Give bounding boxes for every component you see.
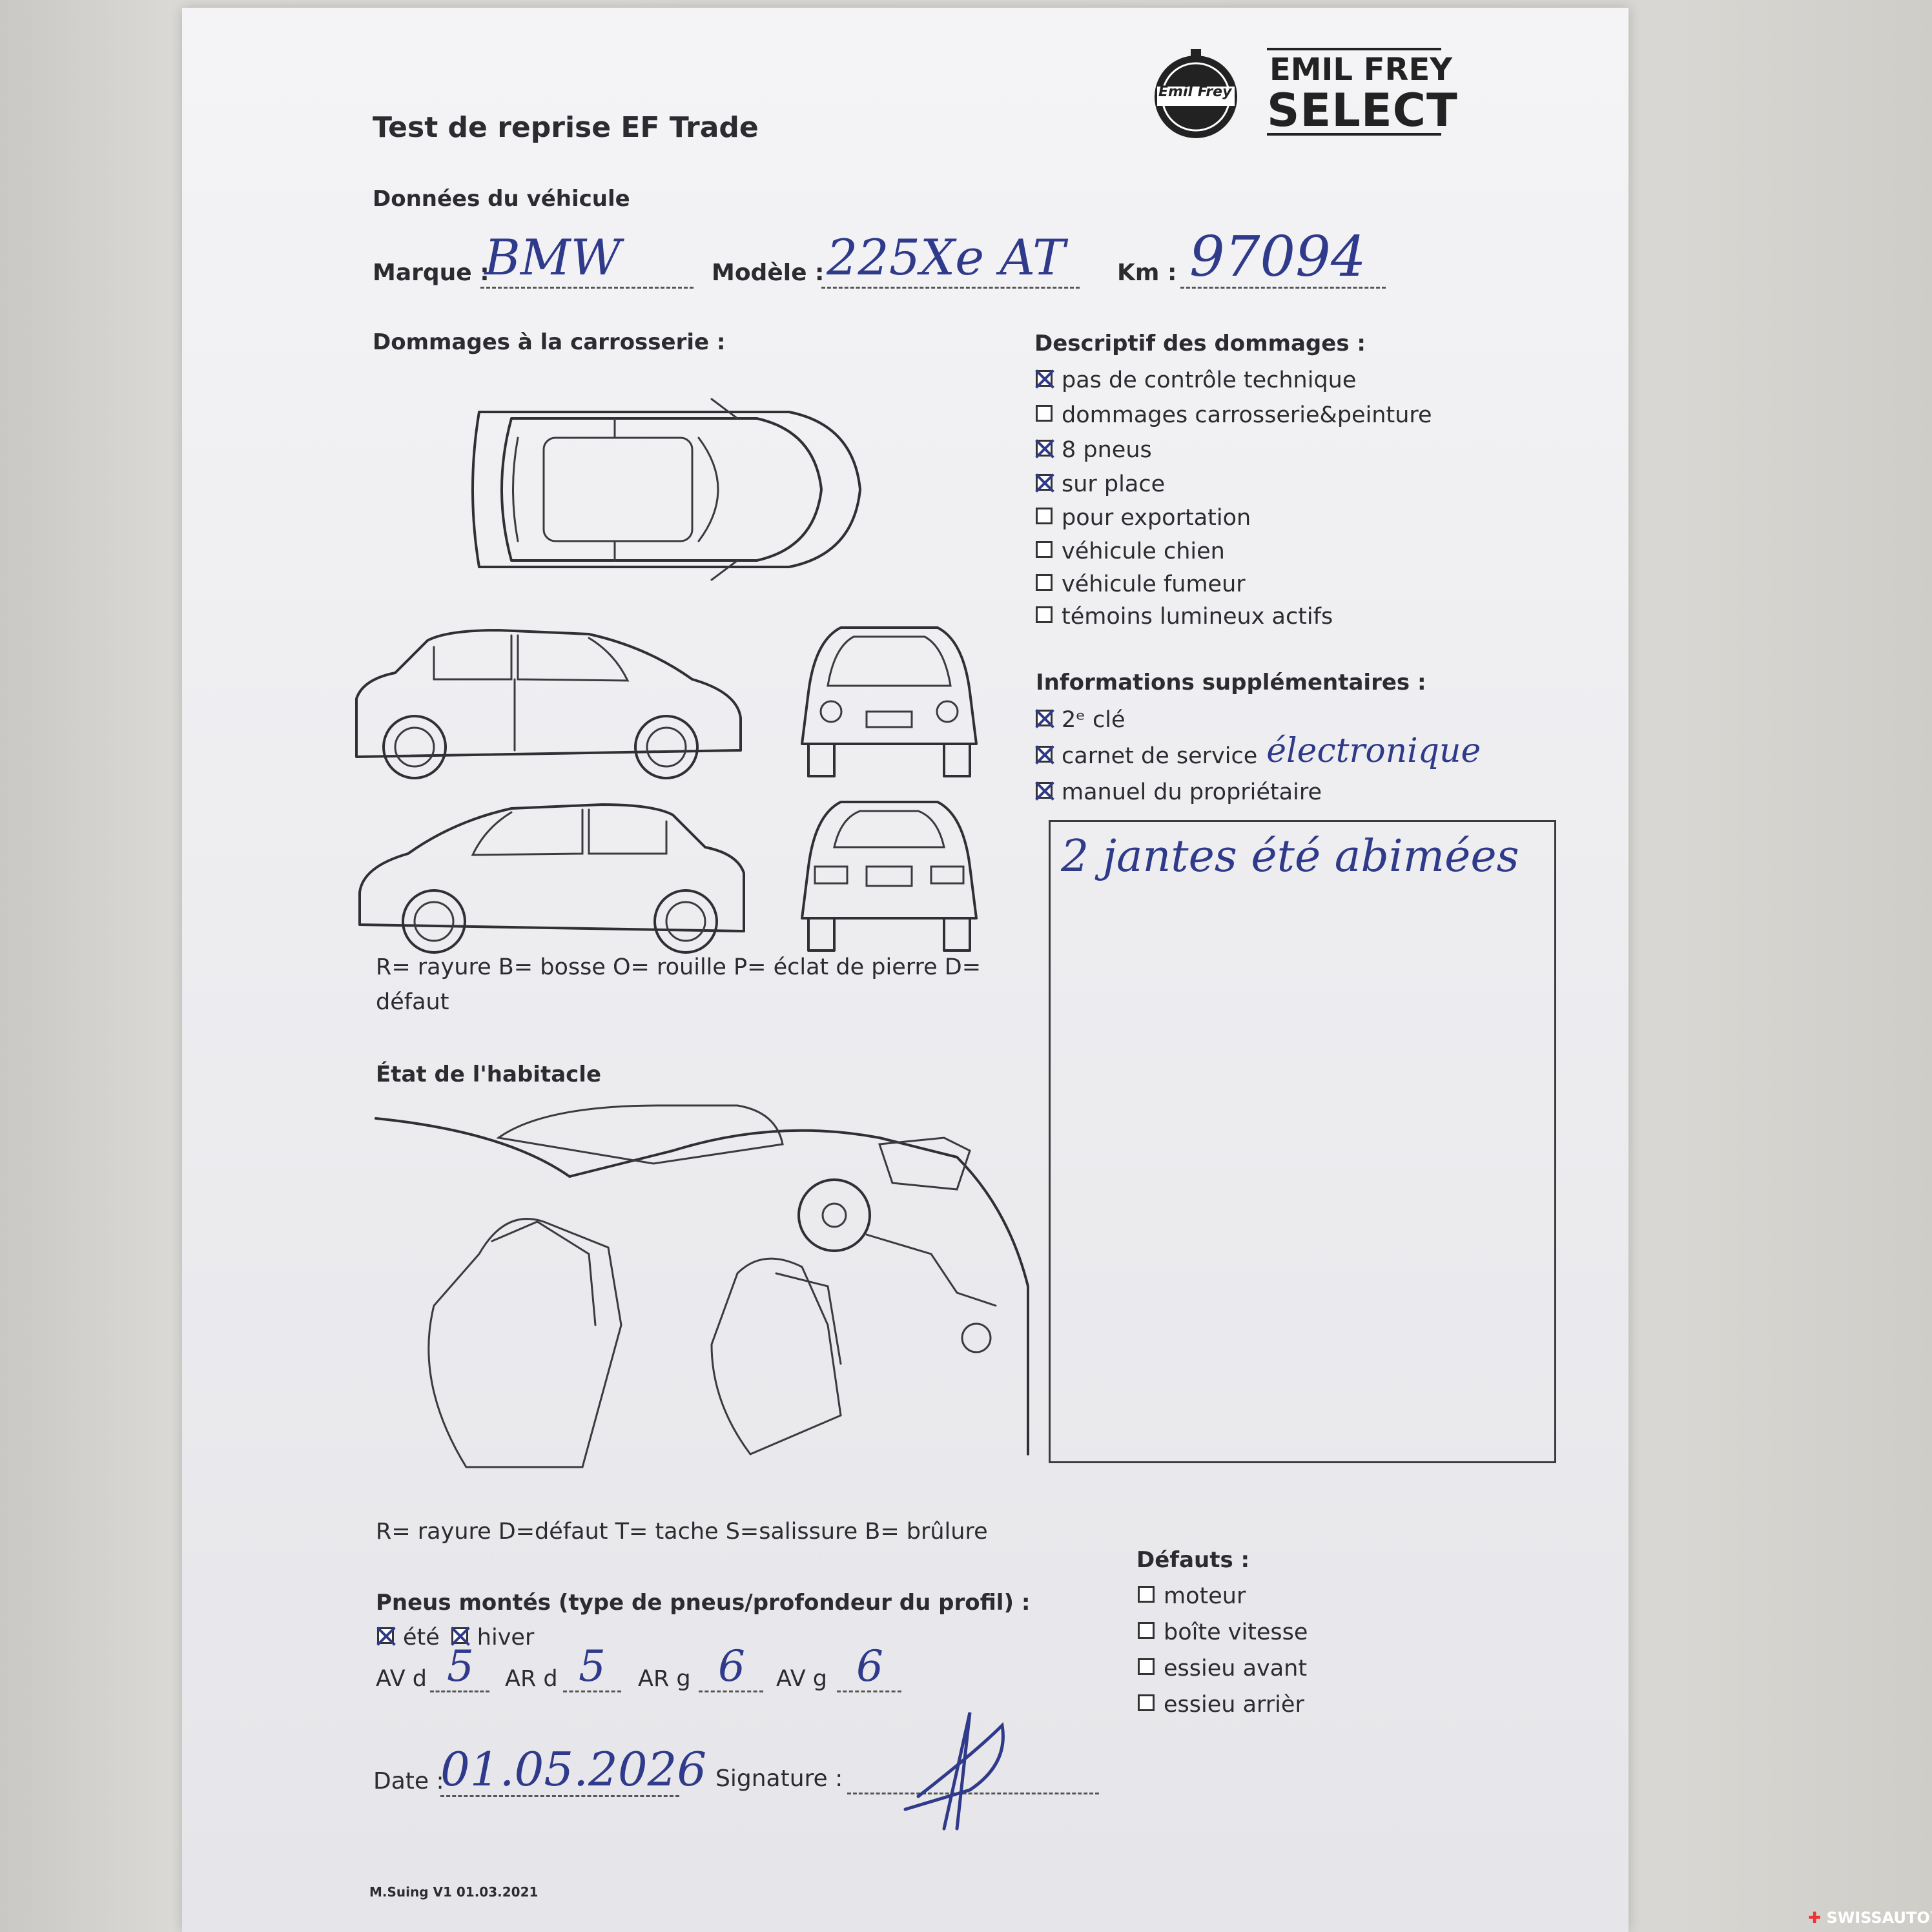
damage-description-list: pas de contrôle technique dommages carro… [1036, 363, 1432, 633]
checkbox-icon[interactable] [1138, 1694, 1155, 1711]
damage-item[interactable]: 8 pneus [1036, 433, 1432, 468]
watermark: ✚ SWISSAUTO™ [1808, 1909, 1932, 1927]
damage-item[interactable]: pour exportation [1036, 501, 1432, 535]
checkbox-icon[interactable] [1036, 541, 1053, 558]
defect-item[interactable]: essieu avant [1138, 1650, 1308, 1687]
marque-underline [480, 287, 694, 289]
av-d-value[interactable]: 5 [447, 1641, 474, 1691]
paper-form: Test de reprise EF Trade Emil Frey EMIL … [182, 8, 1629, 1932]
logo-rule-top [1267, 48, 1441, 50]
body-damage-legend-1: R= rayure B= bosse O= rouille P= éclat d… [376, 954, 981, 980]
tyre-type-row: été hiver [377, 1625, 534, 1650]
watermark-brand: SWISSAUTO [1826, 1909, 1930, 1927]
interior-heading: État de l'habitacle [376, 1062, 602, 1087]
checkbox-checked-icon[interactable] [1036, 710, 1053, 726]
vehicle-section-heading: Données du véhicule [373, 186, 630, 212]
modele-underline [821, 287, 1080, 289]
logo-small-text: Emil Frey [1158, 84, 1232, 100]
checkbox-icon[interactable] [1138, 1622, 1155, 1639]
ar-d-label: AR d [505, 1666, 558, 1692]
winter-label: hiver [477, 1625, 535, 1650]
summer-checkbox-icon[interactable] [377, 1627, 394, 1644]
car-right-side-diagram[interactable] [344, 796, 757, 957]
additional-info-heading: Informations supplémentaires : [1036, 670, 1426, 695]
ar-d-underline [563, 1690, 621, 1692]
body-damage-heading: Dommages à la carrosserie : [373, 329, 726, 355]
signature-scribble-icon[interactable] [879, 1700, 1022, 1842]
av-d-label: AV d [376, 1666, 427, 1692]
defect-item[interactable]: essieu arrièr [1138, 1687, 1308, 1723]
watermark-tm: ™ [1930, 1910, 1932, 1919]
modele-value[interactable]: 225Xe AT [827, 229, 1065, 286]
car-front-view-diagram[interactable] [783, 615, 996, 783]
av-g-value[interactable]: 6 [856, 1641, 883, 1691]
checkbox-icon[interactable] [1036, 574, 1053, 591]
checkbox-icon[interactable] [1138, 1658, 1155, 1675]
marque-value[interactable]: BMW [484, 229, 621, 286]
additional-item[interactable]: manuel du propriétaire [1036, 774, 1481, 810]
tyres-heading: Pneus montés (type de pneus/profondeur d… [376, 1590, 1031, 1616]
checkbox-checked-icon[interactable] [1036, 370, 1053, 387]
logo-rule-bottom [1267, 133, 1441, 136]
km-value[interactable]: 97094 [1189, 225, 1366, 289]
damage-item[interactable]: véhicule chien [1036, 535, 1432, 568]
date-value[interactable]: 01.05.2026 [440, 1742, 707, 1796]
interior-legend: R= rayure D=défaut T= tache S=salissure … [376, 1519, 988, 1545]
signature-underline [847, 1793, 1099, 1794]
defect-item[interactable]: boîte vitesse [1138, 1614, 1308, 1650]
body-damage-legend-2: défaut [376, 989, 449, 1015]
ar-g-underline [699, 1690, 763, 1692]
signature-label: Signature : [715, 1765, 843, 1792]
damage-item[interactable]: témoins lumineux actifs [1036, 601, 1432, 633]
service-book-note[interactable]: électronique [1266, 732, 1481, 770]
km-underline [1180, 287, 1386, 289]
logo-line-2: SELECT [1267, 84, 1458, 137]
damage-item[interactable]: sur place [1036, 468, 1432, 501]
form-title: Test de reprise EF Trade [373, 111, 759, 144]
emil-frey-logo-icon [1155, 49, 1237, 138]
ar-g-value[interactable]: 6 [718, 1641, 745, 1691]
notes-text[interactable]: 2 jantes été abimées [1061, 831, 1519, 882]
ar-d-value[interactable]: 5 [579, 1641, 606, 1691]
notes-box[interactable]: 2 jantes été abimées [1049, 820, 1556, 1463]
defects-heading: Défauts : [1136, 1547, 1250, 1573]
checkbox-icon[interactable] [1036, 606, 1053, 623]
damage-item[interactable]: pas de contrôle technique [1036, 363, 1432, 398]
checkbox-checked-icon[interactable] [1036, 474, 1053, 491]
logo-line-1: EMIL FREY [1269, 52, 1453, 88]
additional-item[interactable]: 2ᵉ clé [1036, 702, 1481, 738]
checkbox-icon[interactable] [1036, 508, 1053, 524]
car-rear-view-diagram[interactable] [783, 789, 996, 957]
defects-list: moteur boîte vitesse essieu avant essieu… [1138, 1578, 1308, 1723]
ar-g-label: AR g [638, 1666, 691, 1692]
av-d-underline [430, 1690, 489, 1692]
checkbox-checked-icon[interactable] [1036, 746, 1053, 763]
checkbox-checked-icon[interactable] [1036, 782, 1053, 799]
km-label: Km : [1117, 260, 1177, 286]
modele-label: Modèle : [712, 260, 825, 286]
form-version: M.Suing V1 01.03.2021 [369, 1884, 539, 1900]
winter-checkbox-icon[interactable] [451, 1627, 468, 1644]
checkbox-checked-icon[interactable] [1036, 440, 1053, 457]
av-g-underline [837, 1690, 901, 1692]
date-underline [440, 1795, 679, 1797]
car-left-side-diagram[interactable] [344, 621, 757, 783]
defect-item[interactable]: moteur [1138, 1578, 1308, 1614]
av-g-label: AV g [776, 1666, 827, 1692]
date-label: Date : [373, 1768, 444, 1794]
car-top-view-diagram[interactable] [453, 393, 867, 586]
marque-label: Marque : [373, 260, 489, 286]
damage-item[interactable]: véhicule fumeur [1036, 568, 1432, 601]
swissauto-cross-icon: ✚ [1808, 1909, 1822, 1927]
car-interior-diagram[interactable] [375, 1093, 1034, 1480]
damage-item[interactable]: dommages carrosserie&peinture [1036, 398, 1432, 433]
summer-label: été [403, 1625, 440, 1650]
checkbox-icon[interactable] [1036, 405, 1053, 422]
checkbox-icon[interactable] [1138, 1586, 1155, 1603]
damage-description-heading: Descriptif des dommages : [1034, 331, 1366, 356]
